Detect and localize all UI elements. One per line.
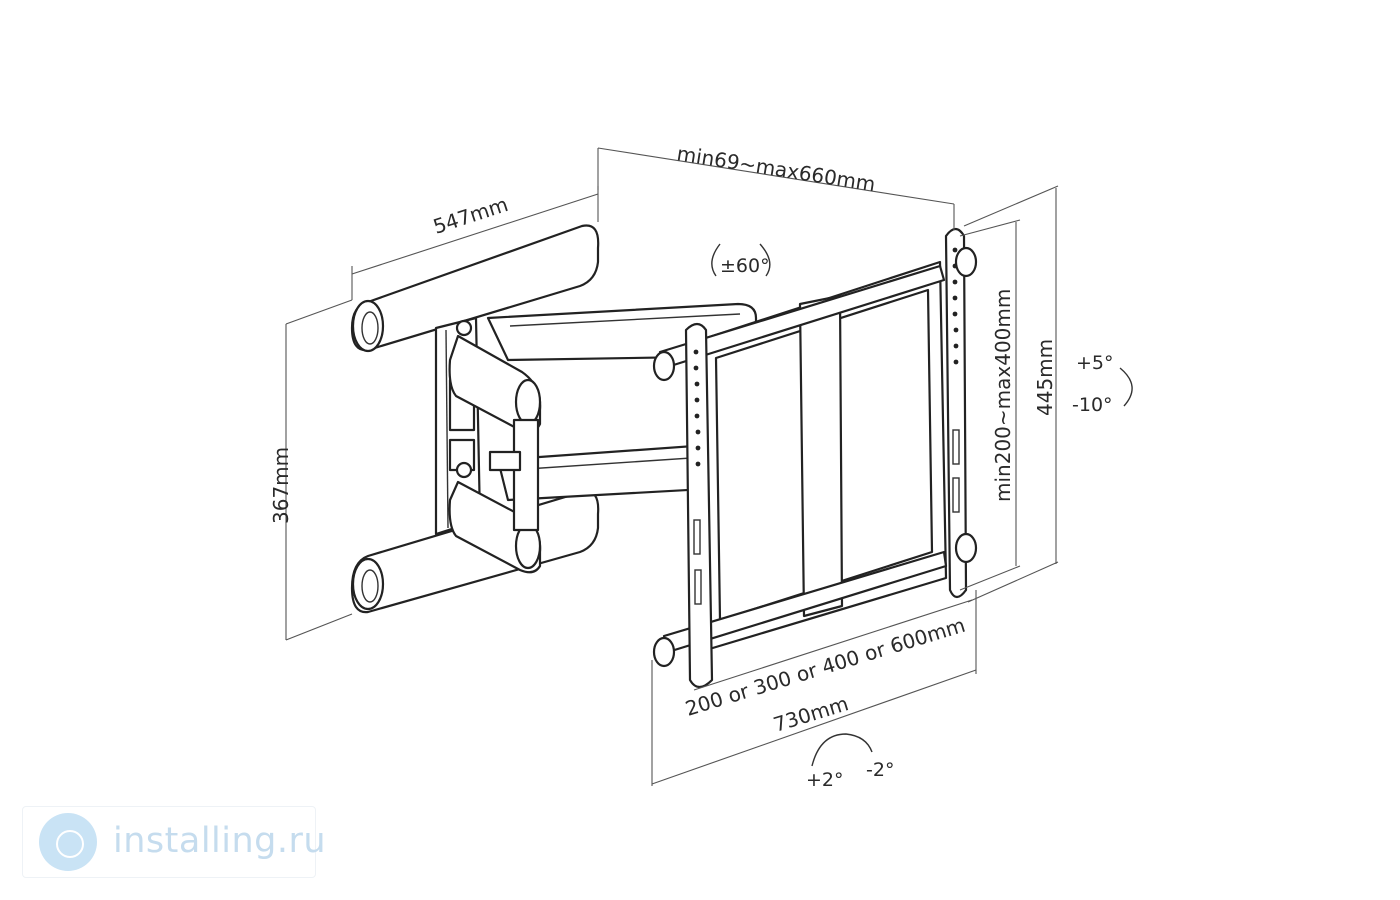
- watermark-text: installing.ru: [113, 821, 327, 861]
- bracket-width-label: 730mm: [770, 691, 851, 737]
- tv-bracket-frame: [652, 227, 978, 689]
- right-strip-holes: [952, 247, 960, 513]
- bracket-height-label: 445mm: [1033, 339, 1057, 416]
- swivel-angle-label: ±60°: [720, 255, 770, 277]
- rotation-arrows: [711, 243, 1133, 767]
- plate-height-label: 367mm: [269, 447, 293, 524]
- left-strip-holes: [693, 349, 702, 605]
- tilt-up-label: +5°: [1076, 352, 1114, 374]
- dimension-lines: [285, 147, 1059, 786]
- tilt-down-label: -10°: [1072, 394, 1113, 416]
- watermark: installing.ru: [22, 806, 326, 878]
- angle-labels: ±60° +5° -10° +2° -2°: [720, 255, 1114, 791]
- level-minus-label: -2°: [866, 759, 894, 781]
- wall-plate: [350, 224, 600, 614]
- plate-width-label: 547mm: [430, 192, 511, 239]
- vesa-vertical-label: min200~max400mm: [991, 289, 1015, 502]
- installing-logo-icon: [39, 813, 97, 871]
- depth-label: min69~max660mm: [675, 141, 877, 196]
- level-plus-label: +2°: [806, 769, 844, 791]
